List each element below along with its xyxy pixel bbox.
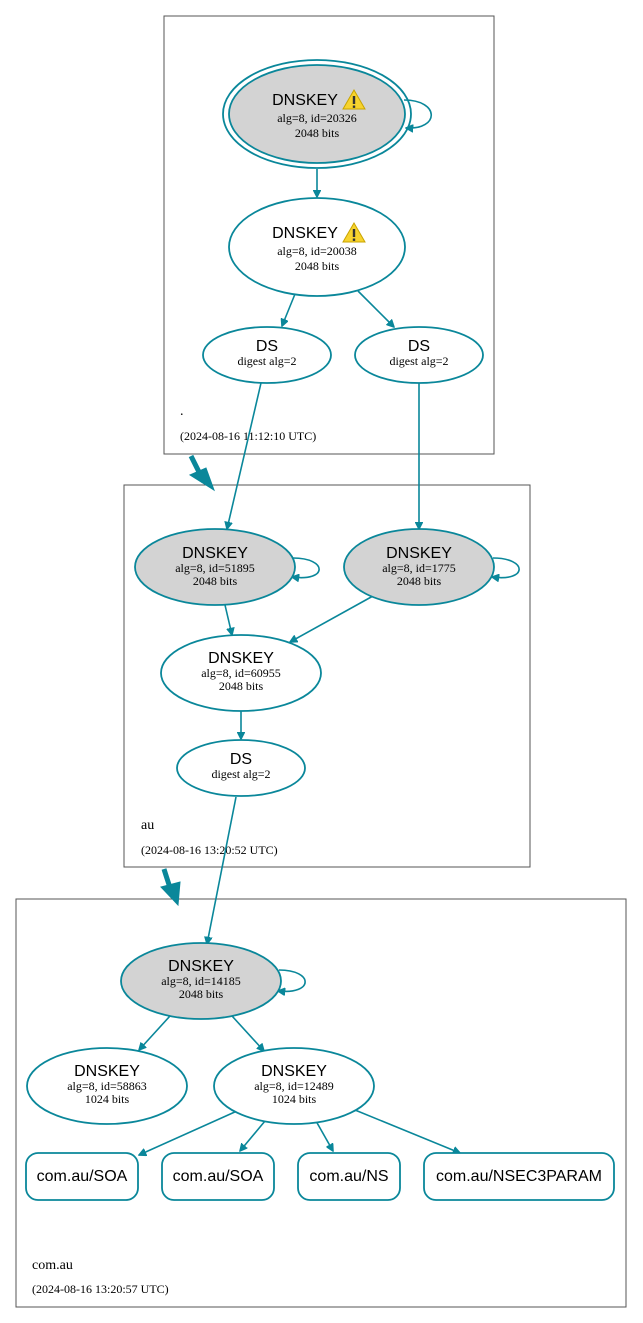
node-root-ds1-line1: digest alg=2 — [237, 354, 296, 368]
edge-zsk2-nsec3param — [354, 1109, 460, 1153]
zone-root-box — [163, 15, 495, 455]
node-comau-ksk-line1: alg=8, id=14185 — [161, 974, 241, 988]
edge-au-ksk2-self — [492, 557, 520, 578]
zone-root-name: . — [180, 404, 184, 419]
node-comau-zsk1-title: DNSKEY — [74, 1063, 140, 1080]
zone-au-timestamp: (2024-08-16 13:20:52 UTC) — [141, 843, 278, 857]
node-au-ksk2-title: DNSKEY — [386, 545, 452, 562]
edge-zsk2-soa2 — [240, 1120, 266, 1151]
delegation-au-comau-head — [160, 881, 181, 907]
edge-zsk2-soa1 — [139, 1110, 238, 1155]
node-comau-zsk2-title: DNSKEY — [261, 1063, 327, 1080]
edge-root-ksk-self — [403, 99, 432, 128]
node-comau-ksk-line2: 2048 bits — [179, 987, 224, 1001]
node-au-ds: DS digest alg=2 — [176, 739, 306, 797]
edge-comau-ksk-self — [278, 969, 306, 991]
edge-root-zsk-ds2 — [357, 290, 394, 327]
node-au-ksk2: DNSKEY alg=8, id=1775 2048 bits — [343, 528, 495, 606]
zone-comau-box — [15, 898, 627, 1308]
node-root-ds1-title: DS — [256, 338, 278, 355]
node-rr-nsec3param: com.au/NSEC3PARAM — [423, 1152, 615, 1201]
node-rr-soa1-label: com.au/SOA — [37, 1168, 128, 1185]
node-au-zsk-line1: alg=8, id=60955 — [201, 666, 281, 680]
node-comau-ksk-title: DNSKEY — [168, 958, 234, 975]
node-rr-soa2: com.au/SOA — [161, 1152, 275, 1201]
zone-comau-timestamp: (2024-08-16 13:20:57 UTC) — [32, 1282, 169, 1296]
node-comau-zsk1-line2: 1024 bits — [85, 1092, 130, 1106]
node-au-ksk1-line2: 2048 bits — [193, 574, 238, 588]
edge-au-ksk2-zsk — [290, 595, 374, 642]
node-root-ds2-title: DS — [408, 338, 430, 355]
node-au-zsk-line2: 2048 bits — [219, 679, 264, 693]
node-rr-soa1: com.au/SOA — [25, 1152, 139, 1201]
node-rr-ns: com.au/NS — [297, 1152, 401, 1201]
node-au-ksk1: DNSKEY alg=8, id=51895 2048 bits — [134, 528, 296, 606]
node-au-ksk2-line2: 2048 bits — [397, 574, 442, 588]
node-root-zsk-title: DNSKEY — [272, 225, 338, 242]
edge-au-ksk1-self — [292, 557, 320, 578]
node-comau-zsk2-line2: 1024 bits — [272, 1092, 317, 1106]
node-au-ds-line1: digest alg=2 — [211, 767, 270, 781]
node-rr-ns-label: com.au/NS — [309, 1168, 388, 1185]
node-root-ksk: DNSKEY alg=8, id=20326 2048 bits — [222, 59, 412, 169]
node-root-ksk-line2: 2048 bits — [295, 126, 340, 140]
zone-au-box — [123, 484, 531, 868]
edge-au-ksk1-zsk — [224, 604, 232, 635]
node-au-zsk-title: DNSKEY — [208, 650, 274, 667]
edge-comau-ksk-zsk2 — [231, 1015, 264, 1051]
edge-root-zsk-ds1 — [282, 293, 296, 326]
node-au-zsk: DNSKEY alg=8, id=60955 2048 bits — [160, 634, 322, 712]
node-root-ksk-line1: alg=8, id=20326 — [277, 111, 357, 125]
node-au-ds-title: DS — [230, 751, 252, 768]
node-root-ds2-line1: digest alg=2 — [389, 354, 448, 368]
edge-ds1-au-ksk1 — [227, 382, 262, 529]
edge-zsk2-ns — [315, 1120, 333, 1151]
node-comau-ksk: DNSKEY alg=8, id=14185 2048 bits — [120, 942, 282, 1020]
warning-triangle-icon — [342, 222, 366, 243]
node-comau-zsk1-line1: alg=8, id=58863 — [67, 1079, 147, 1093]
node-root-ds2: DS digest alg=2 — [354, 326, 484, 384]
delegation-root-au-head — [188, 467, 215, 492]
node-comau-zsk1: DNSKEY alg=8, id=58863 1024 bits — [26, 1047, 188, 1125]
node-root-zsk: DNSKEY alg=8, id=20038 2048 bits — [228, 197, 406, 297]
zone-au-name: au — [141, 818, 154, 833]
node-au-ksk2-line1: alg=8, id=1775 — [382, 561, 456, 575]
node-rr-soa2-label: com.au/SOA — [173, 1168, 264, 1185]
node-au-ksk1-line1: alg=8, id=51895 — [175, 561, 255, 575]
edge-au-ds-comau-ksk — [207, 796, 237, 944]
edge-comau-ksk-zsk1 — [139, 1015, 171, 1050]
node-root-ds1: DS digest alg=2 — [202, 326, 332, 384]
node-root-ksk-title: DNSKEY — [272, 92, 338, 109]
node-root-zsk-line2: 2048 bits — [295, 259, 340, 273]
node-root-zsk-line1: alg=8, id=20038 — [277, 244, 357, 258]
warning-triangle-icon — [342, 89, 366, 110]
zone-comau-name: com.au — [32, 1258, 73, 1273]
node-au-ksk1-title: DNSKEY — [182, 545, 248, 562]
node-comau-zsk2-line1: alg=8, id=12489 — [254, 1079, 334, 1093]
node-rr-nsec3param-label: com.au/NSEC3PARAM — [436, 1168, 602, 1185]
node-comau-zsk2: DNSKEY alg=8, id=12489 1024 bits — [213, 1047, 375, 1125]
